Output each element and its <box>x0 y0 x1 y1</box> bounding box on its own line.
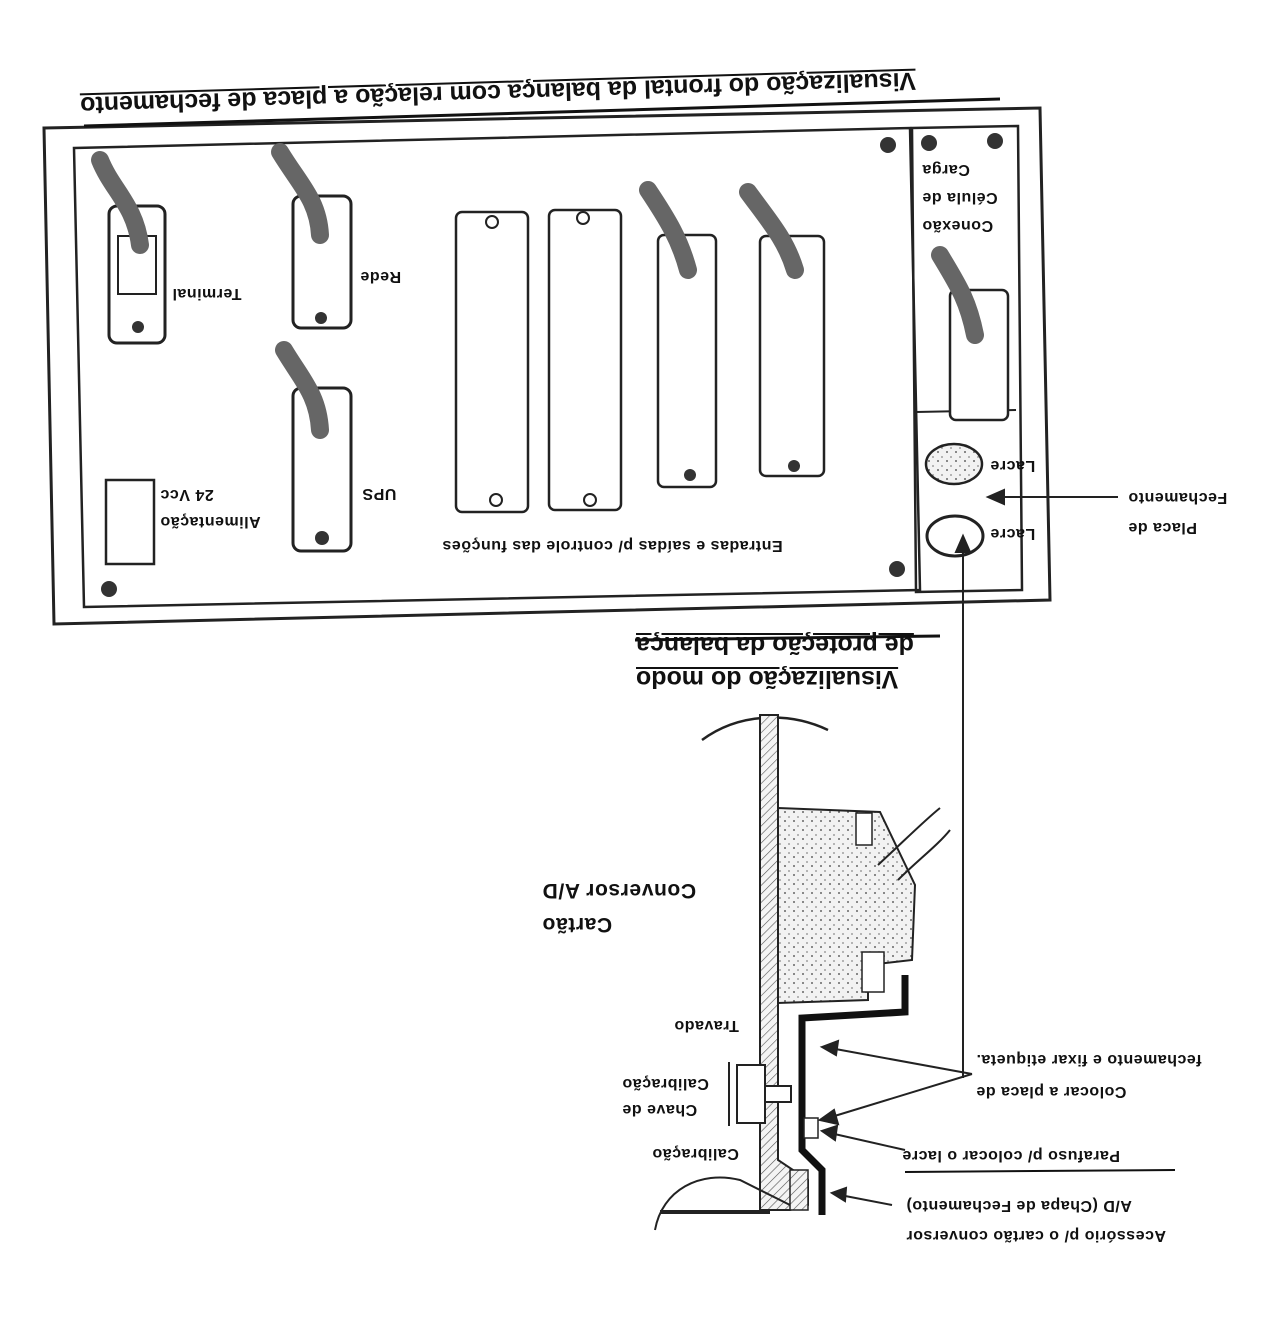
power-block <box>104 478 156 566</box>
ups-label: UPS <box>362 485 397 502</box>
parafuso-underline <box>904 1169 1176 1173</box>
calibracao-label: Calibração <box>652 1145 739 1162</box>
parafuso-label: Parafuso p/ colocar o lacre <box>902 1147 1121 1164</box>
lacre-top-label: Lacre <box>990 457 1036 474</box>
colocar-label-line1: Colocar a placa de <box>976 1083 1127 1100</box>
rede-label: Rede <box>360 268 402 285</box>
celula-label: Célula de <box>922 189 998 206</box>
seal-marks <box>924 442 985 558</box>
carga-label: Carga <box>922 161 970 178</box>
chave-label-line2: Calibração <box>622 1075 709 1092</box>
vcc-label: 24 Vcc <box>160 486 214 503</box>
mode-title-line1: Visualização do modo <box>636 665 899 693</box>
cartao-label: Cartão <box>542 913 613 936</box>
front-panel <box>42 106 1052 626</box>
io-label: Entradas e saídas p/ controle das funçõe… <box>442 537 783 554</box>
conversor-label: Conversor A/D <box>542 879 697 902</box>
mode-title-underline <box>634 634 941 642</box>
acessorio-label-line1: Acessório p/ o cartão conversor <box>906 1227 1167 1244</box>
load-cell-connector <box>931 246 1010 422</box>
travado-label: Travado <box>674 1017 739 1034</box>
io-slots <box>454 181 826 514</box>
terminal-connector <box>91 151 167 345</box>
placa-label-line1: Placa de <box>1128 519 1197 536</box>
card-assembly <box>654 714 951 1231</box>
card-arrows <box>817 1039 973 1206</box>
ups-connector <box>275 341 353 553</box>
front-title-underline <box>83 97 1001 128</box>
placa-arrow <box>985 488 1118 506</box>
placa-label-line2: Fechamento <box>1128 489 1228 506</box>
conexao-label: Conexão <box>922 217 994 234</box>
acessorio-label-line2: A/D (Chapa de Fechamento) <box>906 1197 1132 1214</box>
rede-connector <box>271 143 353 330</box>
panel-screws <box>101 133 1003 597</box>
colocar-label-line2: fechamento e fixar etiqueta. <box>976 1051 1202 1068</box>
alimentacao-label: Alimentação <box>160 513 261 530</box>
lacre-bottom-label: Lacre <box>990 525 1036 542</box>
terminal-label: Terminal <box>172 285 242 302</box>
connector-line <box>954 533 972 1078</box>
mode-title-line2: de proteção da balança <box>636 631 914 659</box>
chave-label-line1: Chave de <box>622 1101 698 1118</box>
